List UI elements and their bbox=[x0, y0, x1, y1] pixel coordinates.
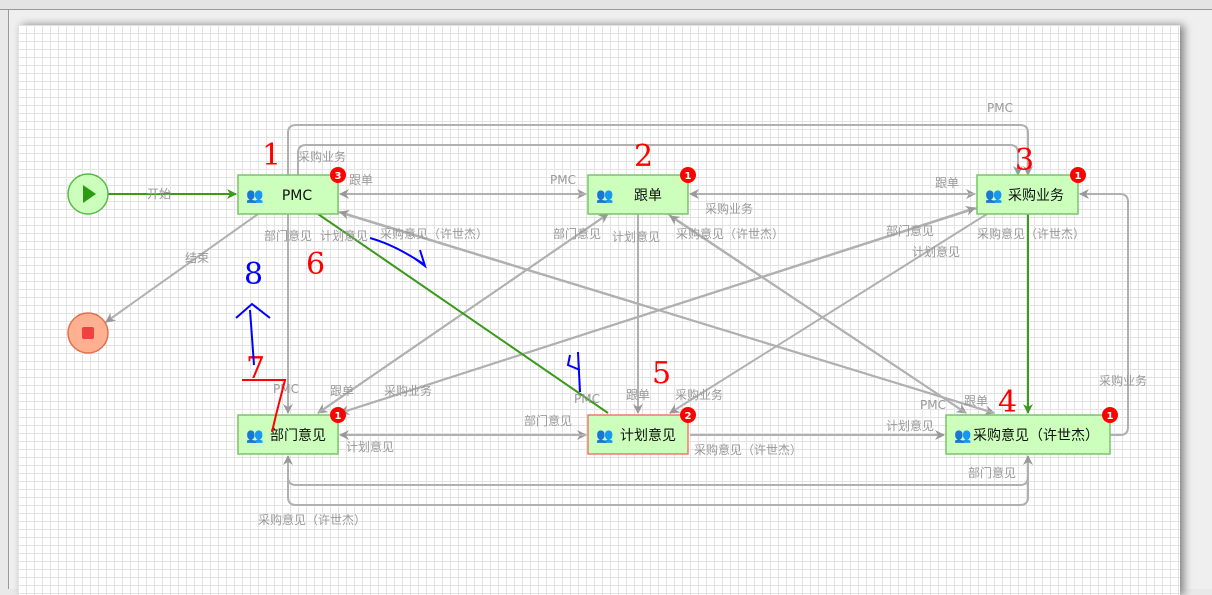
workflow-canvas[interactable] bbox=[18, 25, 1180, 595]
badge bbox=[1102, 407, 1118, 423]
users-icon: 👥 bbox=[954, 428, 971, 444]
annotation-8: 8 bbox=[244, 257, 263, 292]
edge-label: 采购业务 bbox=[298, 149, 346, 164]
svg-text:计划意见: 计划意见 bbox=[620, 427, 676, 444]
edge-bumen-caigou bbox=[339, 206, 976, 414]
edge-pmc-jihua bbox=[317, 213, 609, 414]
node-pmc[interactable]: 👥 PMC 3 bbox=[237, 167, 346, 215]
annotation-4: 4 bbox=[998, 385, 1017, 420]
svg-text:1: 1 bbox=[1107, 411, 1114, 422]
edge-label: 部门意见 bbox=[968, 465, 1016, 480]
svg-text:采购意见（许世杰）: 采购意见（许世杰） bbox=[973, 427, 1099, 444]
node-jihua[interactable]: 👥 计划意见 2 bbox=[587, 407, 696, 455]
edge-label: 计划意见 bbox=[886, 418, 934, 433]
users-icon: 👥 bbox=[596, 428, 613, 444]
end-node[interactable] bbox=[67, 312, 109, 354]
svg-text:1: 1 bbox=[685, 171, 692, 182]
edge-label: PMC bbox=[550, 173, 576, 187]
edge-label: PMC bbox=[574, 392, 600, 406]
node-caigou[interactable]: 👥 采购业务 1 bbox=[976, 167, 1086, 215]
badge bbox=[680, 167, 696, 183]
svg-text:2: 2 bbox=[685, 411, 692, 422]
edge-label: 跟单 bbox=[330, 384, 354, 398]
flow-edges bbox=[108, 189, 1033, 414]
edge-label: PMC bbox=[273, 382, 299, 396]
users-icon: 👥 bbox=[246, 188, 263, 204]
annotation-1: 1 bbox=[262, 138, 281, 173]
edge-label: 采购意见（许世杰） bbox=[676, 226, 784, 241]
edge-label: 计划意见 bbox=[346, 439, 394, 454]
edge-label: 部门意见 bbox=[524, 413, 572, 428]
edge-label: 计划意见 bbox=[612, 229, 660, 244]
edge-cg-gendan bbox=[669, 215, 967, 414]
badge bbox=[330, 167, 346, 183]
users-icon: 👥 bbox=[985, 188, 1002, 204]
edge-label: 采购业务 bbox=[705, 201, 753, 216]
annotation-6: 6 bbox=[306, 247, 325, 282]
edge-label: 部门意见 bbox=[553, 226, 601, 241]
node-caigouyj[interactable]: 👥 采购意见（许世杰） 1 bbox=[945, 407, 1118, 455]
edge-label: 结束 bbox=[185, 251, 209, 265]
svg-text:部门意见: 部门意见 bbox=[270, 427, 326, 444]
stop-icon bbox=[82, 327, 94, 339]
svg-text:采购业务: 采购业务 bbox=[1008, 188, 1064, 204]
edge-label: 采购业务 bbox=[1099, 373, 1147, 388]
node-bumen[interactable]: 👥 部门意见 1 bbox=[237, 407, 346, 455]
node-gendan[interactable]: 👥 跟单 1 bbox=[587, 167, 696, 215]
annotation-3: 3 bbox=[1015, 143, 1034, 178]
svg-text:3: 3 bbox=[335, 171, 342, 182]
edge-label: 开始 bbox=[147, 187, 171, 201]
start-node[interactable] bbox=[67, 173, 109, 215]
edge-label: 部门意见 bbox=[886, 223, 934, 238]
edge-cg-pmc bbox=[339, 209, 995, 414]
edge-bottom-inner bbox=[283, 455, 1029, 486]
edge-caigou-jihua bbox=[669, 213, 988, 414]
edge-label: 采购意见（许世杰） bbox=[977, 226, 1085, 241]
badge bbox=[1070, 167, 1086, 183]
svg-text:1: 1 bbox=[1075, 171, 1082, 182]
edge-pmc-loop-inner bbox=[297, 144, 1023, 176]
play-icon bbox=[83, 185, 96, 203]
edge-label: 采购意见（许世杰） bbox=[258, 512, 366, 527]
edge-cg-caigou bbox=[1079, 189, 1129, 436]
edge-label: 计划意见 bbox=[912, 244, 960, 259]
annotation-2: 2 bbox=[634, 139, 653, 174]
edge-label: PMC bbox=[987, 101, 1013, 115]
blue-arrow-down-right bbox=[369, 237, 427, 269]
edge-label: 跟单 bbox=[964, 394, 988, 408]
users-icon: 👥 bbox=[596, 188, 613, 204]
window-top-bar bbox=[0, 0, 1212, 10]
edge-pmc-end bbox=[105, 213, 259, 323]
svg-text:PMC: PMC bbox=[282, 188, 313, 204]
badge bbox=[330, 407, 346, 423]
svg-text:1: 1 bbox=[335, 411, 342, 422]
red-mark-7 bbox=[242, 379, 287, 433]
edge-bottom-outer bbox=[287, 455, 1033, 506]
edge-label: 部门意见 bbox=[264, 228, 312, 243]
edges bbox=[105, 124, 1129, 506]
edge-label: 跟单 bbox=[935, 176, 959, 190]
blue-mark-4 bbox=[566, 351, 581, 393]
edge-label: 跟单 bbox=[349, 173, 373, 187]
users-icon: 👥 bbox=[246, 428, 263, 444]
svg-text:跟单: 跟单 bbox=[634, 188, 662, 204]
badge bbox=[680, 407, 696, 423]
annotation-7: 7 bbox=[246, 351, 265, 386]
annotation-5: 5 bbox=[652, 356, 671, 391]
edge-pmc-loop-outer bbox=[287, 124, 1033, 176]
edge-label: 采购意见（许世杰） bbox=[694, 442, 802, 457]
edge-label: 采购业务 bbox=[384, 383, 432, 398]
edge-label: 采购意见（许世杰） bbox=[380, 226, 488, 241]
edge-label: 跟单 bbox=[626, 388, 650, 402]
edge-label: 采购业务 bbox=[675, 387, 723, 402]
edge-label: PMC bbox=[920, 398, 946, 412]
handwritten-annotations: 1 2 3 4 5 6 7 8 bbox=[235, 138, 1034, 433]
blue-arrow-up bbox=[235, 302, 271, 366]
edge-label: 计划意见 bbox=[320, 228, 368, 243]
